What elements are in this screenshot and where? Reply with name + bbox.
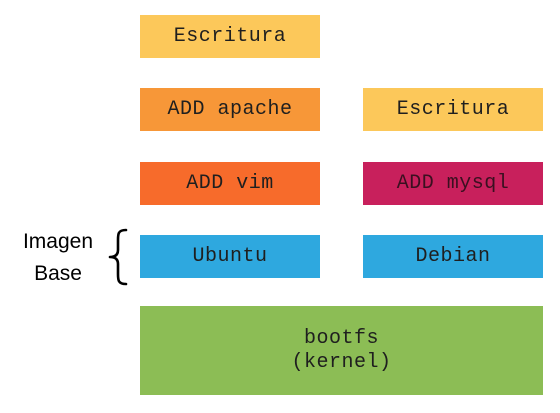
- layer-debian: Debian: [363, 235, 543, 278]
- layer-escritura-left: Escritura: [140, 15, 320, 58]
- layer-ubuntu-label: Ubuntu: [192, 245, 268, 268]
- layer-add-vim-label: ADD vim: [186, 172, 274, 195]
- curly-brace-icon: [108, 228, 128, 286]
- base-image-label-line2: Base: [34, 262, 82, 285]
- layer-bootfs-sublabel: (kernel): [291, 350, 392, 374]
- layer-add-mysql: ADD mysql: [363, 162, 543, 205]
- layer-ubuntu: Ubuntu: [140, 235, 320, 278]
- layer-bootfs: bootfs (kernel): [140, 306, 543, 395]
- layer-add-apache-label: ADD apache: [167, 98, 293, 121]
- layer-escritura-right-label: Escritura: [396, 98, 510, 121]
- layer-debian-label: Debian: [415, 245, 491, 268]
- layer-escritura-right: Escritura: [363, 88, 543, 131]
- layer-bootfs-label: bootfs: [303, 326, 379, 350]
- base-image-label-line1: Imagen: [22, 230, 94, 253]
- layer-add-apache: ADD apache: [140, 88, 320, 131]
- layer-escritura-left-label: Escritura: [173, 25, 287, 48]
- layer-add-vim: ADD vim: [140, 162, 320, 205]
- layer-add-mysql-label: ADD mysql: [396, 172, 510, 195]
